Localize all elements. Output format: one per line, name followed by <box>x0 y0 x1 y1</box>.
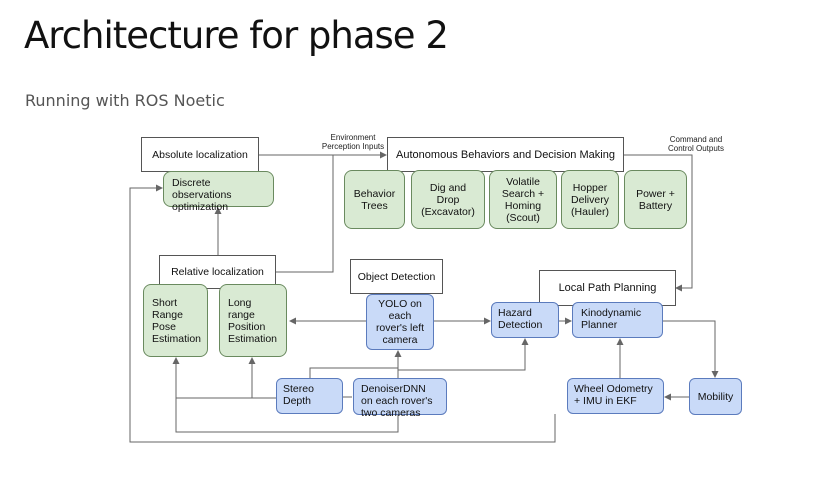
absolute-localization-box: Absolute localization <box>141 137 259 172</box>
hazard-detection-box: Hazard Detection <box>491 302 559 338</box>
long-range-box: Long range Position Estimation <box>219 284 287 357</box>
edge-kino-to-mobility <box>663 320 719 378</box>
slide-subtitle: Running with ROS Noetic <box>25 91 225 110</box>
behavior-trees-box: Behavior Trees <box>344 170 405 229</box>
slide-title: Architecture for phase 2 <box>24 14 449 57</box>
local-path-planning-box: Local Path Planning <box>539 270 676 306</box>
edge-denoiser-lower-loop <box>175 398 399 433</box>
edge-relative-to-autonomous <box>276 155 334 273</box>
denoiser-box: DenoiserDNN on each rover's two cameras <box>353 378 447 419</box>
edge-denoiser-to-hazard <box>398 338 529 371</box>
kinodynamic-planner-box: Kinodynamic Planner <box>572 302 663 338</box>
mobility-box: Mobility <box>689 378 742 415</box>
edge-autonomous-to-path <box>624 154 693 292</box>
short-range-box: Short Range Pose Estimation <box>143 284 208 357</box>
object-detection-box: Object Detection <box>350 259 443 294</box>
autonomous-behaviors-box: Autonomous Behaviors and Decision Making <box>387 137 624 172</box>
yolo-box: YOLO on each rover's left camera <box>366 294 434 350</box>
wheel-odometry-box: Wheel Odometry + IMU in EKF <box>567 378 664 414</box>
power-battery-box: Power + Battery <box>624 170 687 229</box>
edge-stereo-to-ranges <box>172 357 276 399</box>
hopper-delivery-box: Hopper Delivery (Hauler) <box>561 170 619 229</box>
relative-localization-box: Relative localization <box>159 255 276 289</box>
command-control-label: Command and Control Outputs <box>667 135 725 153</box>
edge-feedback-loop <box>129 184 556 443</box>
environment-perception-label: Environment Perception Inputs <box>321 133 385 151</box>
dig-and-drop-box: Dig and Drop (Excavator) <box>411 170 485 229</box>
volatile-search-box: Volatile Search + Homing (Scout) <box>489 170 557 229</box>
edge-stereo-to-short <box>309 367 398 378</box>
discrete-observations-box: Discrete observations optimization <box>163 171 274 213</box>
stereo-depth-box: Stereo Depth <box>276 378 343 414</box>
